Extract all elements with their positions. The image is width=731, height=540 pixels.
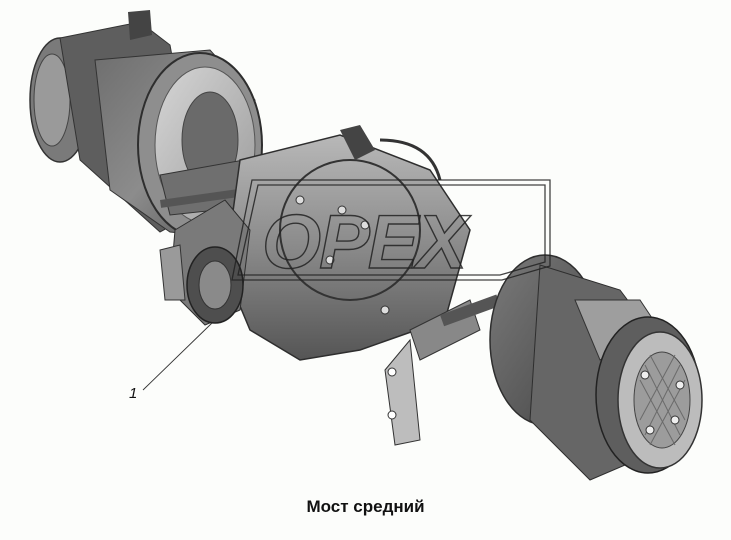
differential-housing [224, 125, 471, 361]
input-flange [159, 199, 251, 326]
right-bracket [384, 294, 501, 446]
right-wheel-hub [489, 254, 703, 481]
callout-leader-line [142, 322, 213, 391]
callout-label-1: 1 [129, 385, 138, 402]
opex-watermark: OPEX [231, 179, 551, 286]
svg-text:OPEX: OPEX [262, 200, 471, 285]
figure-caption: Мост средний [306, 497, 425, 516]
